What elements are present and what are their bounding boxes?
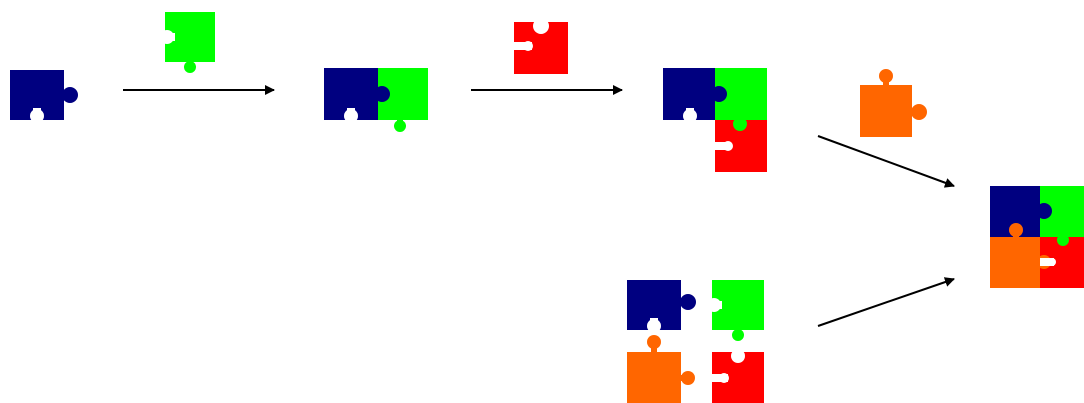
separate-blue-piece	[627, 280, 696, 333]
final-green-piece	[1036, 186, 1084, 237]
final-red-piece	[1037, 233, 1084, 288]
step1-blue-piece	[10, 70, 78, 123]
final-orange-piece	[990, 223, 1040, 288]
step2-green-piece	[374, 68, 428, 132]
arrow-3	[817, 135, 955, 188]
separate-green-piece	[707, 280, 764, 341]
separate-orange-piece	[627, 335, 695, 403]
step3-green-piece	[711, 68, 767, 120]
add1-green-piece	[160, 12, 215, 73]
step3-blue-piece	[663, 68, 715, 123]
step3-red-piece	[715, 116, 767, 172]
separate-red-piece	[712, 349, 764, 403]
add3-orange-piece	[860, 69, 927, 137]
step2-blue-piece	[324, 68, 378, 123]
add2-red-piece	[514, 18, 568, 74]
arrow-4	[817, 277, 955, 327]
